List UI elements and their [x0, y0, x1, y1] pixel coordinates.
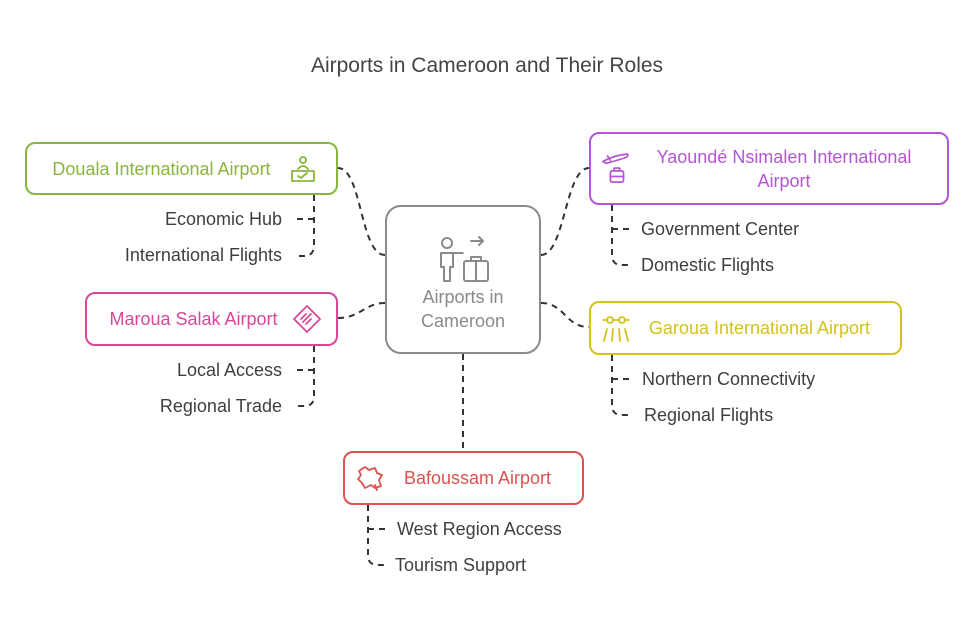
douala-airport-label: Douala International Airport: [52, 158, 271, 179]
center-label-line2: Cameroon: [420, 311, 506, 331]
yaounde-item-2: Domestic Flights: [641, 255, 775, 275]
yaounde-item-1: Government Center: [641, 219, 800, 239]
garoua-airport-label: Garoua International Airport: [648, 318, 871, 338]
center-node-label: Airports in Cameroon: [387, 285, 539, 333]
yaounde-airport-node: Yaoundé Nsimalen International Airport: [589, 132, 949, 205]
maroua-airport-label: Maroua Salak Airport: [109, 309, 278, 329]
map-region-icon: [355, 463, 385, 493]
traveler-luggage-icon: [440, 236, 489, 282]
garoua-item-2: Regional Flights: [644, 405, 774, 425]
garoua-item-1: Northern Connectivity: [642, 369, 816, 389]
boarding-pass-icon: [292, 304, 322, 334]
bafoussam-item-1: West Region Access: [397, 519, 562, 539]
douala-airport-node: Douala International Airport: [25, 142, 338, 195]
diagram-title: Airports in Cameroon and Their Roles: [310, 54, 664, 77]
yaounde-label-line2: Airport: [757, 170, 811, 191]
bafoussam-item-2: Tourism Support: [395, 555, 527, 575]
maroua-item-2: Regional Trade: [159, 396, 282, 416]
bafoussam-airport-node: Bafoussam Airport: [343, 451, 584, 505]
garoua-airport-node: Garoua International Airport: [589, 301, 902, 355]
plane-suitcase-icon: [601, 152, 631, 184]
bafoussam-airport-label: Bafoussam Airport: [403, 468, 552, 488]
maroua-airport-node: Maroua Salak Airport: [85, 292, 338, 346]
maroua-item-1: Local Access: [176, 360, 282, 380]
center-node: Airports in Cameroon: [385, 205, 541, 354]
runway-lights-icon: [601, 313, 631, 343]
check-in-desk-icon: [288, 154, 318, 184]
center-label-line1: Airports in: [422, 287, 504, 307]
yaounde-label-line1: Yaoundé Nsimalen International: [656, 146, 912, 167]
douala-item-1: Economic Hub: [164, 209, 282, 229]
yaounde-airport-label: Yaoundé Nsimalen International Airport: [631, 145, 937, 193]
douala-item-2: International Flights: [124, 245, 282, 265]
